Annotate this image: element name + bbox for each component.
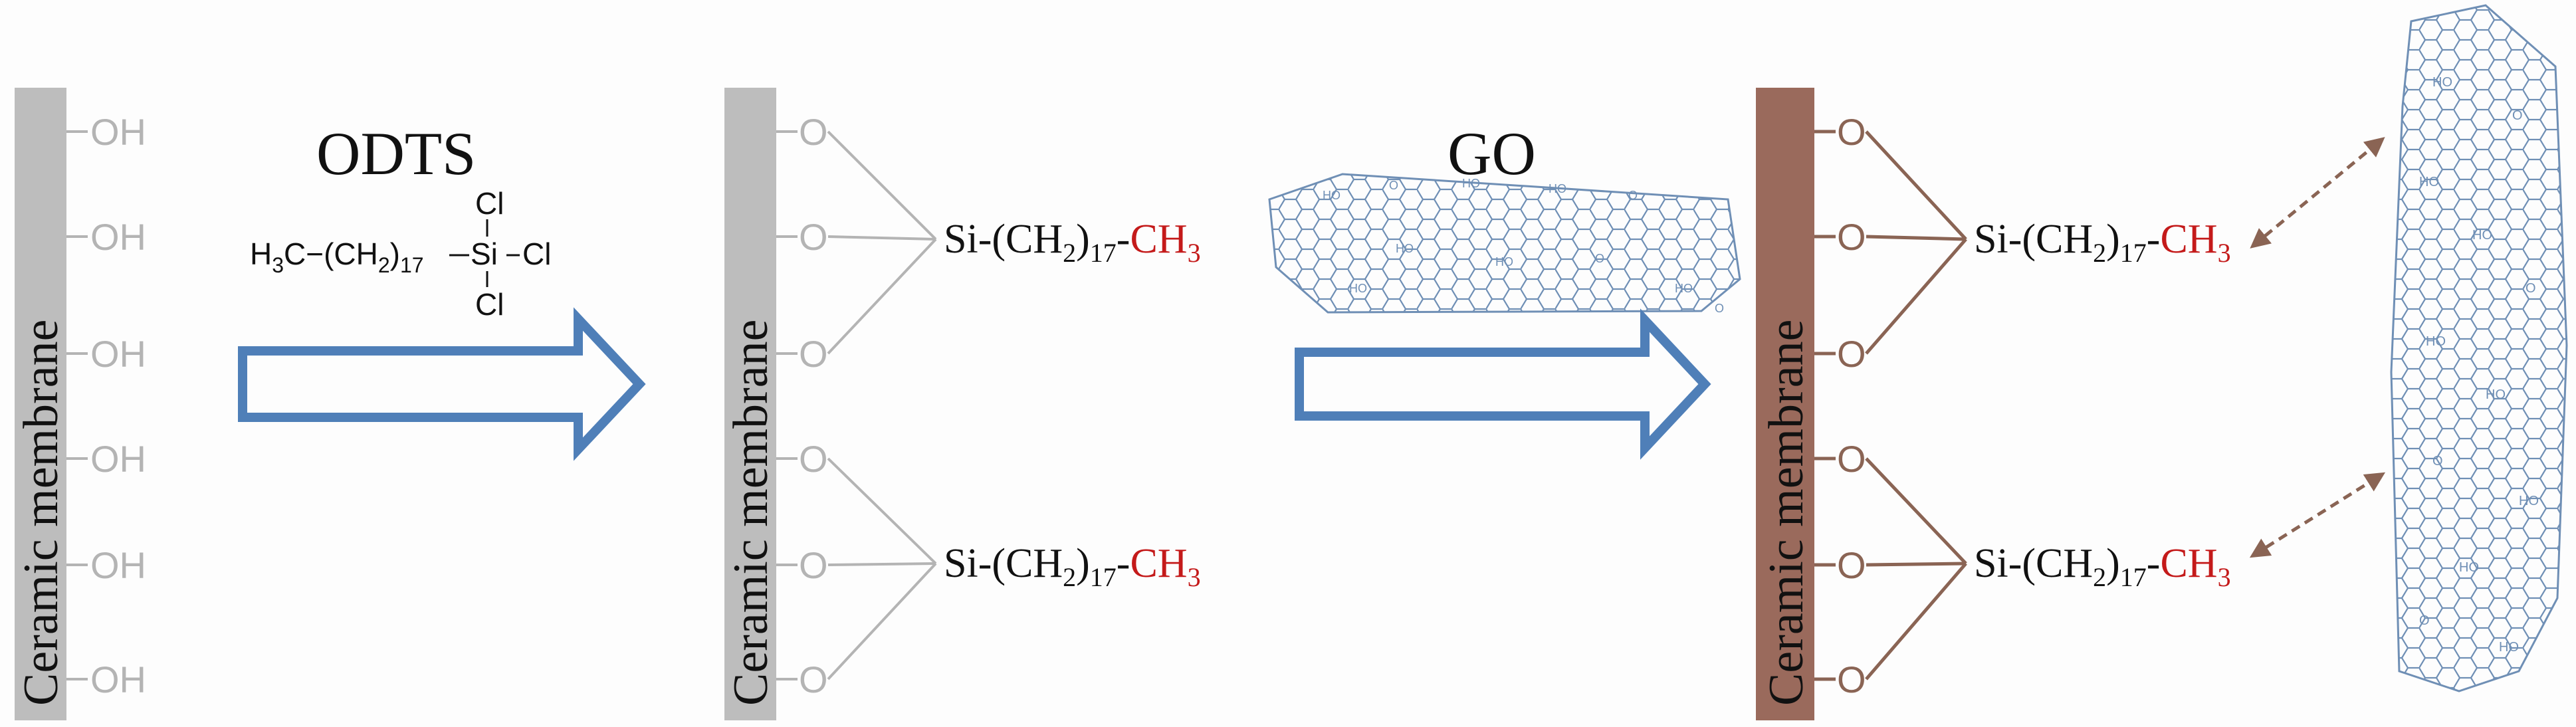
functional-group-label: HO xyxy=(2432,75,2452,90)
hydroxyl-label: OH xyxy=(90,544,146,586)
functional-group-label: HO xyxy=(2519,494,2539,508)
oxygen-groups: O O O O O O xyxy=(776,111,937,700)
functional-group-label: HO xyxy=(1495,255,1513,268)
silane-label: Si-(CH2)17-CH3 xyxy=(1974,541,2231,592)
functional-group-label: HO xyxy=(1396,242,1414,255)
bond-line xyxy=(1866,562,1967,567)
functional-group-label: HO xyxy=(2486,387,2506,402)
bond-line xyxy=(1865,457,1967,565)
functional-group-label: HO xyxy=(2419,175,2439,189)
functional-group-label: O xyxy=(2419,613,2430,628)
silane-label: Si-(CH2)17-CH3 xyxy=(944,217,1201,268)
odts-formula: H3C−(CH2)17 xyxy=(250,237,424,277)
oxygen-label: O xyxy=(1837,111,1866,153)
oxygen-label: O xyxy=(799,216,828,258)
membrane-label: Ceramic membrane xyxy=(14,320,68,706)
bond-line xyxy=(827,562,936,566)
odts-structure: H3C−(CH2)17 Si Cl Cl Cl xyxy=(250,186,551,322)
go-label: GO xyxy=(1448,120,1536,187)
hydroxyl-label: OH xyxy=(90,438,146,480)
oxygen-label: O xyxy=(1837,333,1866,375)
silicon-atom: Si xyxy=(471,237,498,271)
odts-label: ODTS xyxy=(316,120,476,187)
bond-line xyxy=(827,457,937,565)
ceramic-membrane-bar xyxy=(15,88,66,720)
functional-group-label: O xyxy=(1389,179,1398,192)
oxygen-label: O xyxy=(1837,438,1866,480)
functional-group-label: HO xyxy=(2472,228,2492,243)
functional-group-label: HO xyxy=(1323,189,1341,202)
hydroxyl-label: OH xyxy=(90,111,146,153)
chlorine-top: Cl xyxy=(475,186,504,221)
silane-label: Si-(CH2)17-CH3 xyxy=(1974,217,2231,268)
functional-group-label: O xyxy=(2512,108,2523,123)
oxygen-label: O xyxy=(799,438,828,480)
right-arrow-icon xyxy=(238,307,646,461)
membrane-label: Ceramic membrane xyxy=(1759,320,1814,706)
ceramic-membrane-bar xyxy=(1756,88,1814,720)
functional-group-label: HO xyxy=(2459,560,2479,575)
step-go: GO HO O HO HO O HO HO O HO HO O xyxy=(1268,120,1741,460)
oxygen-label: O xyxy=(799,659,828,700)
chlorine-right: Cl xyxy=(522,237,551,271)
hydroxyl-groups: OH OH OH OH OH OH xyxy=(66,111,146,700)
ceramic-membrane-bar xyxy=(724,88,776,720)
oxygen-label: O xyxy=(1837,544,1866,586)
functional-group-label: O xyxy=(1715,302,1724,315)
functional-group-label: O xyxy=(2432,454,2443,468)
functional-group-label: HO xyxy=(1549,182,1566,195)
functional-group-label: HO xyxy=(2499,640,2519,655)
hydroxyl-label: OH xyxy=(90,659,146,700)
oxygen-label: O xyxy=(1837,659,1866,700)
functional-group-label: HO xyxy=(1462,177,1480,190)
functional-group-label: HO xyxy=(2426,334,2446,349)
double-headed-arrow-icon xyxy=(2249,472,2386,558)
double-headed-arrow-icon xyxy=(2250,137,2385,249)
bond-line xyxy=(827,238,937,355)
step-odts: ODTS H3C−(CH2)17 Si Cl Cl Cl xyxy=(238,120,646,461)
bond-line xyxy=(1865,238,1967,355)
bond-line xyxy=(1865,130,1967,241)
functional-group-label: HO xyxy=(1349,282,1367,295)
oxygen-label: O xyxy=(799,544,828,586)
bond-line xyxy=(827,562,937,680)
bond-line xyxy=(1865,562,1967,680)
hydroxyl-label: OH xyxy=(90,216,146,258)
functional-group-label: O xyxy=(2525,281,2536,296)
right-arrow-icon xyxy=(1295,308,1711,460)
bond-line xyxy=(827,235,936,241)
panel-bare-membrane: Ceramic membrane OH OH OH OH OH OH xyxy=(14,88,146,720)
oxygen-label: O xyxy=(799,111,828,153)
graphene-oxide-sheet-icon: HO O HO HO O HO HO O HO HO O xyxy=(1268,173,1741,315)
oxygen-label: O xyxy=(799,333,828,375)
oxygen-label: O xyxy=(1837,216,1866,258)
membrane-label: Ceramic membrane xyxy=(724,320,778,706)
hydroxyl-label: OH xyxy=(90,333,146,375)
graphene-oxide-sheet-icon: HO O HO HO O HO HO O HO HO O HO xyxy=(2390,4,2568,692)
bond-line xyxy=(1866,235,1967,241)
functional-group-label: HO xyxy=(1675,282,1693,295)
silane-label: Si-(CH2)17-CH3 xyxy=(944,541,1201,592)
chlorine-bottom: Cl xyxy=(475,287,504,322)
functional-group-label: O xyxy=(1628,189,1638,202)
bond-line xyxy=(827,130,937,241)
functional-group-label: O xyxy=(1595,252,1604,265)
oxygen-groups: O O O O O O xyxy=(1814,111,1967,700)
